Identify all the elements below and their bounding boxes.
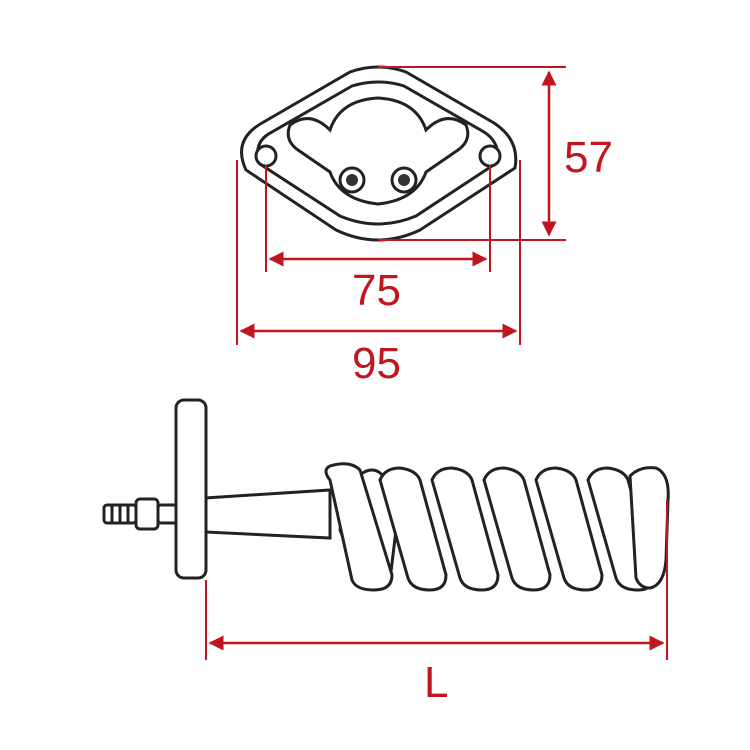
dimension-57-label: 57 [564, 133, 613, 182]
mounting-hole-left [254, 144, 278, 168]
dimension-95-label: 95 [352, 339, 401, 388]
dimension-flange-width: 95 [236, 160, 521, 388]
terminal-left-inner [346, 174, 358, 186]
dimension-hole-spacing: 75 [265, 165, 491, 315]
terminal-right-inner [398, 174, 410, 186]
flange-cutout [286, 96, 470, 206]
coil [324, 462, 670, 592]
dimension-L-label: L [424, 658, 448, 707]
flange-outline [240, 65, 518, 242]
flange-plate-side [174, 398, 208, 580]
mounting-hole-right [478, 144, 502, 168]
heating-element-side-view [102, 398, 670, 592]
flange-top-view [240, 65, 518, 242]
dimension-height: 57 [378, 66, 613, 241]
dimension-length: L [205, 500, 668, 707]
dimension-75-label: 75 [352, 266, 401, 315]
terminal-nut [134, 497, 160, 531]
element-tube [203, 488, 332, 540]
